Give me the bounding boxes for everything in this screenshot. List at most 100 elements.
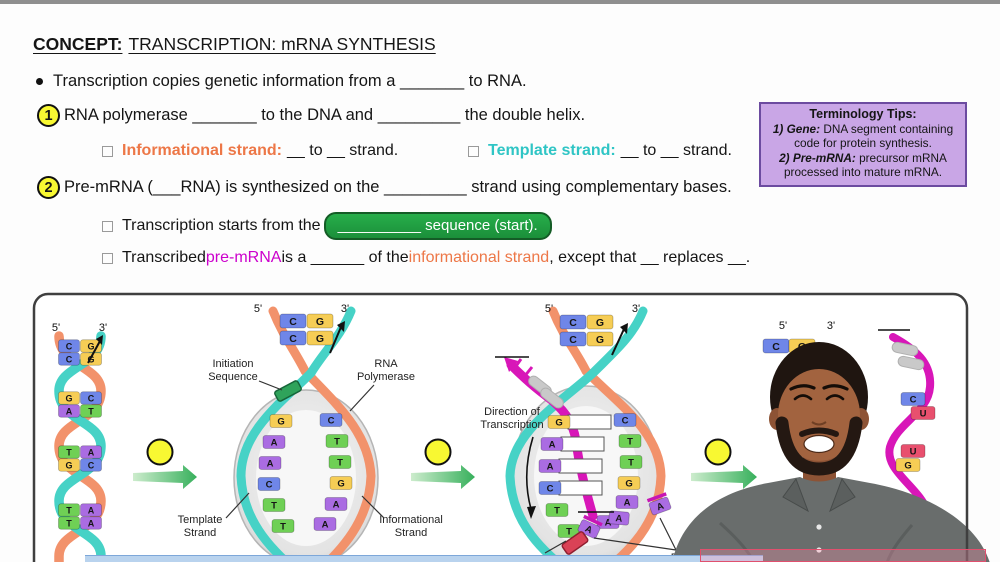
svg-text:G: G [316,316,324,328]
mrna-cap-segment [891,341,919,357]
face [778,369,860,461]
collar-right [829,477,856,513]
svg-text:Transcription: Transcription [480,419,543,431]
mrna-cap-segment [897,355,925,371]
svg-text:T: T [337,458,343,469]
svg-text:T: T [88,406,94,416]
button [816,524,822,530]
base-tile-A: A [324,497,348,511]
instructor-person [672,342,990,562]
svg-text:C: C [266,480,273,491]
note-step-1: 1 RNA polymerase _______ to the DNA and … [37,104,585,127]
note-transcribed: Transcribed pre-mRNA is a ______ of the … [102,249,750,267]
base-tile-G: G [547,415,571,429]
base-tile-T: T [80,404,102,418]
base-tile-A: A [540,437,564,451]
base-tile-G: G [617,476,641,490]
mustache [799,427,839,437]
page-title: CONCEPT: TRANSCRIPTION: mRNA SYNTHESIS [33,34,436,55]
base-tile-T: T [619,455,643,469]
base-tile-C: C [762,338,790,354]
svg-text:T: T [566,527,572,538]
bullet-icon [36,78,43,85]
svg-text:A: A [88,518,95,528]
svg-text:A: A [624,498,631,509]
svg-text:G: G [555,418,562,429]
beard [775,416,863,476]
base-tile-A: A [538,459,562,473]
base-tile-A: A [80,516,102,530]
terminology-title: Terminology Tips: [809,107,917,121]
terminology-tips-box: Terminology Tips: 1) Gene: DNA segment c… [759,102,967,187]
svg-text:Strand: Strand [184,527,216,539]
svg-text:A: A [615,513,623,525]
five-prime-label: 5' [254,303,262,315]
concept-label: CONCEPT: [33,34,123,54]
base-tile-G: G [895,458,921,472]
base-tile-A: A [608,510,630,526]
yellow-step-marker [424,438,452,466]
green-arrow-icon [691,465,757,489]
player-progress-bar[interactable] [85,555,763,562]
checkbox-icon [102,220,113,232]
five-prime-label: 5' [52,322,60,334]
title-text: TRANSCRIPTION: mRNA SYNTHESIS [128,34,436,54]
mrna-cap-segment [540,387,564,409]
svg-text:T: T [271,501,277,512]
svg-text:G: G [337,479,344,490]
svg-text:T: T [66,447,72,457]
strand-teal [236,306,356,562]
base-tile-C: C [257,477,281,491]
direction-arrow-icon [87,340,101,364]
svg-text:G: G [87,341,94,351]
blank-mrna-base [567,414,612,430]
base-tile-G: G [586,314,614,330]
svg-text:C: C [569,317,577,329]
base-tile-T: T [618,434,642,448]
svg-text:G: G [277,417,284,428]
base-tile-G: G [329,476,353,490]
svg-text:C: C [88,393,95,403]
green-arrow-icon [411,465,475,489]
direction-of-transcription-label: Direction of [484,406,541,418]
svg-text:A: A [66,406,73,416]
five-prime-label: 5' [545,303,553,315]
initiation-sequence-site [274,380,302,402]
checkbox-icon [102,145,113,157]
svg-text:A: A [267,459,274,470]
base-tile-C: C [613,413,637,427]
base-tile-C: C [319,413,343,427]
base-tile-C: C [80,391,102,405]
terminology-item-gene: 1) Gene: DNA segment containing code for… [772,122,954,151]
base-tile-A: A [58,404,80,418]
initiation-sequence-label: Initiation [213,358,254,370]
note-starts: Transcription starts from the __________… [102,212,552,240]
svg-text:T: T [66,518,72,528]
base-tile-A: A [646,492,672,516]
blank-mrna-base [558,480,603,496]
five-prime-label: 5' [779,320,787,332]
base-tile-C: C [559,314,587,330]
svg-text:C: C [328,416,335,427]
strand-orange [548,306,666,562]
base-tile-T: T [271,519,295,533]
blank-mrna-base [558,458,603,474]
base-tile-A: A [262,435,286,449]
base-tile-A: A [80,503,102,517]
progress-arrow-1 [133,438,197,489]
base-tile-T: T [262,498,286,512]
base-tile-U: U [900,444,926,458]
blank-mrna-base [560,436,605,452]
base-tile-G: G [586,331,614,347]
direction-arrow-icon [525,436,534,510]
svg-text:G: G [596,317,604,329]
svg-text:A: A [271,438,278,449]
svg-text:C: C [289,316,297,328]
base-tile-G: G [58,391,80,405]
base-tile-C: C [559,331,587,347]
note-template: Template strand: __ to __ strand. [468,142,732,160]
eyes-closed [793,394,845,401]
step-1-number-badge: 1 [37,104,60,127]
